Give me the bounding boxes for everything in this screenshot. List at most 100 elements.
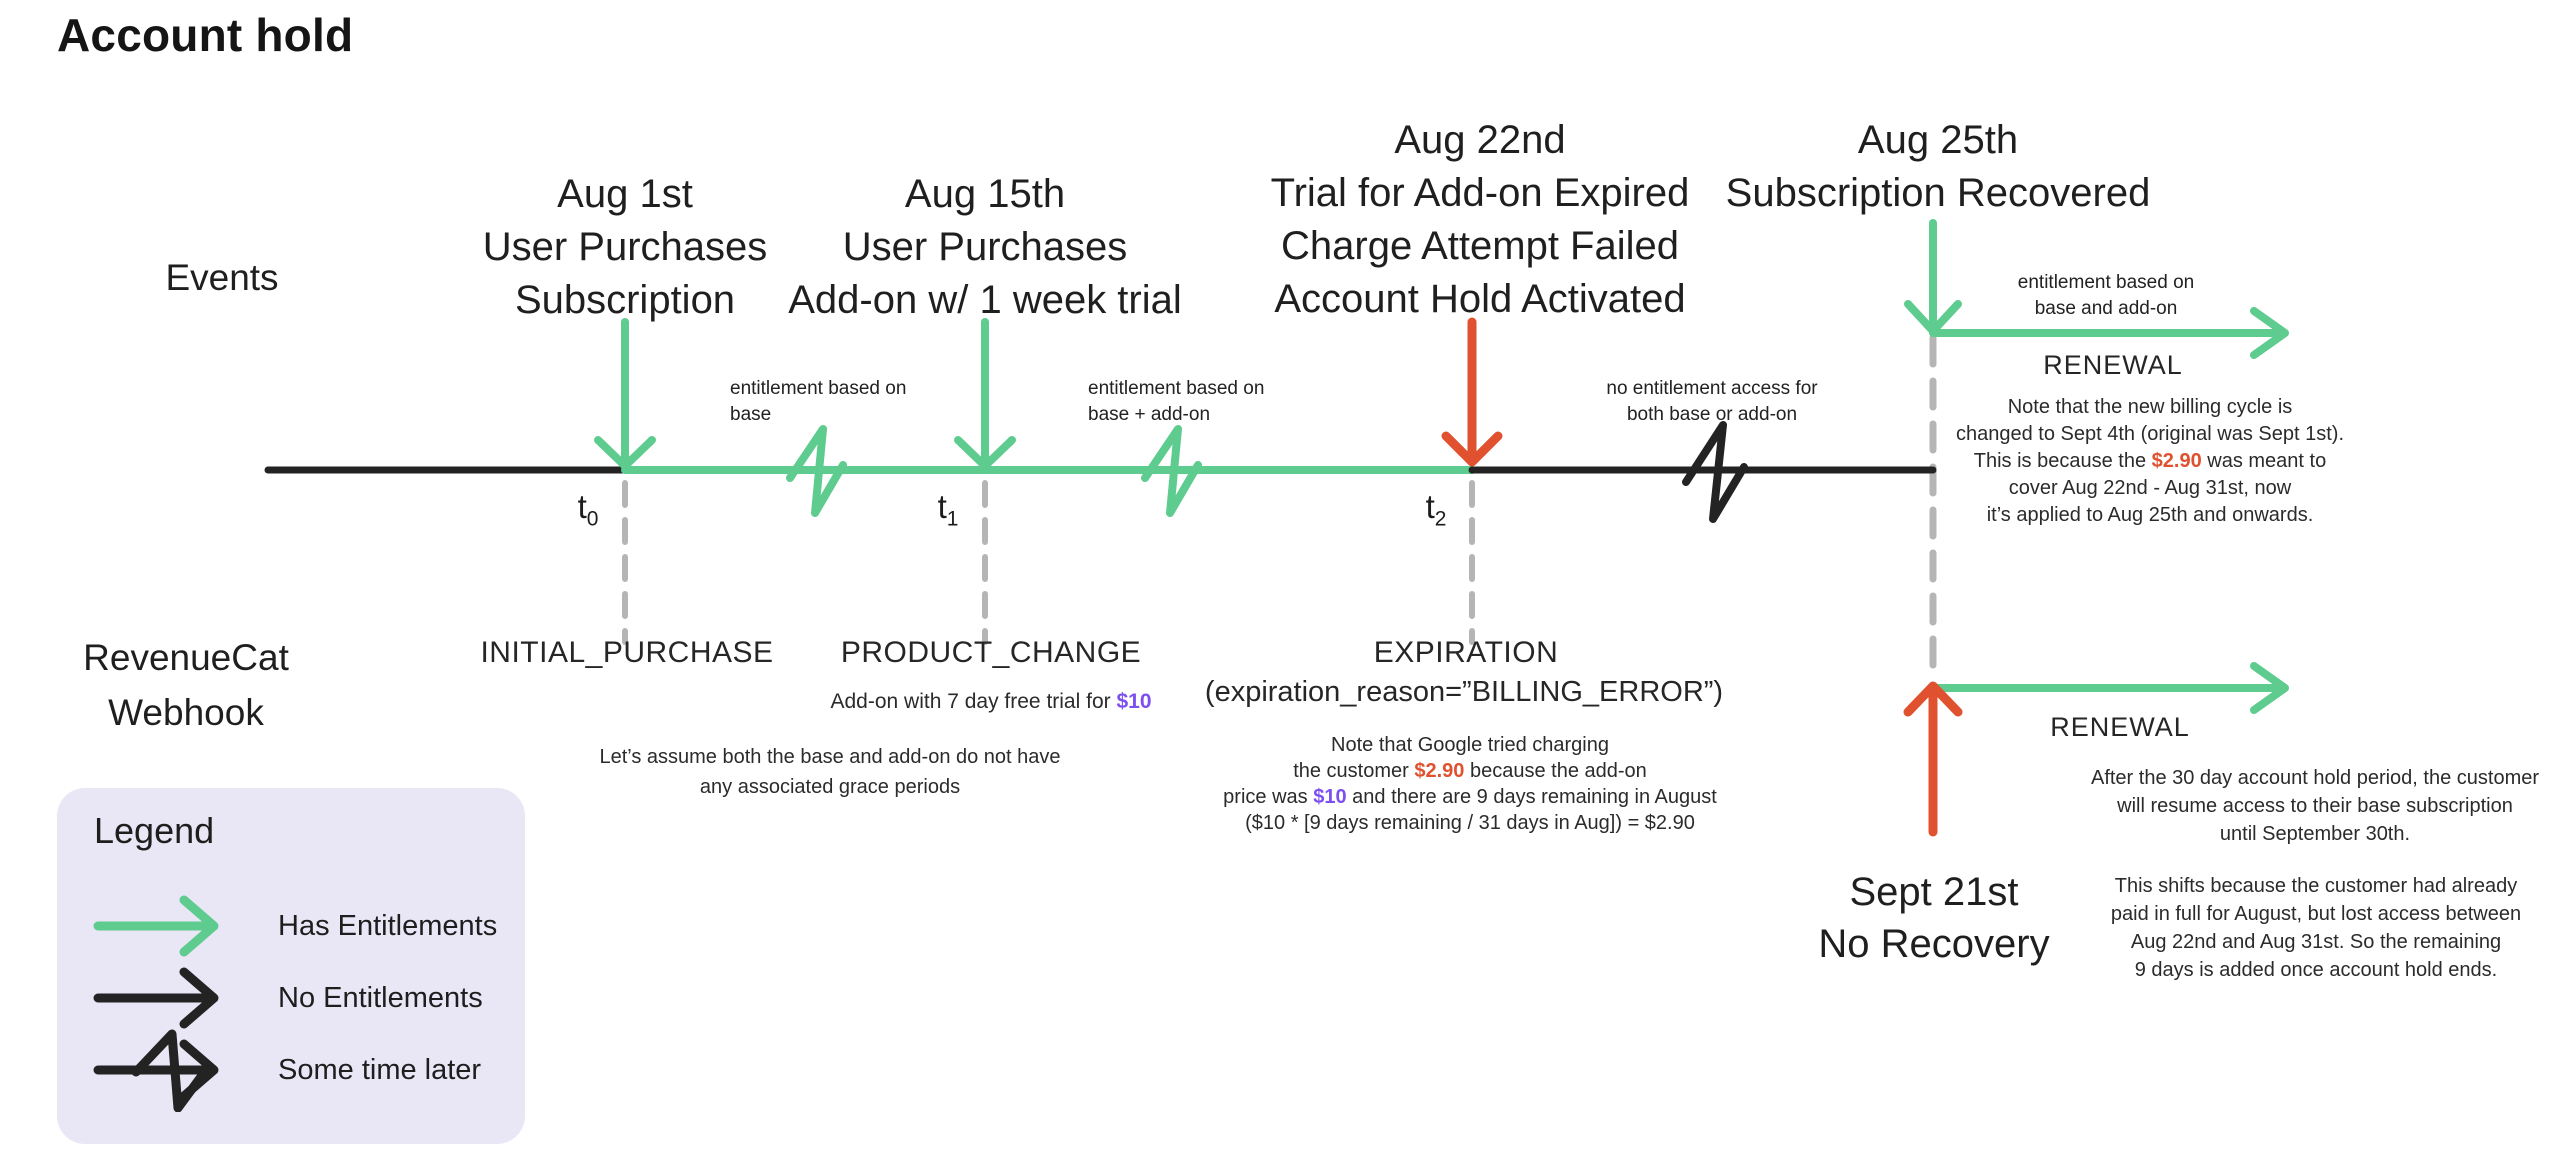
event-sept21-date: Sept 21st: [1849, 870, 2019, 914]
expiration-note: Note that Google tried charging the cust…: [1223, 732, 1717, 836]
legend-title: Legend: [94, 810, 215, 851]
webhook-product-change: PRODUCT_CHANGE: [840, 636, 1142, 669]
renewal1-note-l3-post: was meant to: [2201, 450, 2327, 472]
expiration-note-l1: Note that Google tried charging: [1331, 734, 1609, 756]
event-sept21-line2: No Recovery: [1818, 922, 2050, 966]
annotation-base-addon-l1: entitlement based on: [1088, 378, 1265, 399]
renewal1-label: RENEWAL: [2043, 350, 2183, 380]
annotation-base-only: entitlement based on base: [730, 376, 906, 428]
no-recovery-up-arrow: [1903, 681, 1963, 837]
zigzag-black: [1682, 421, 1748, 523]
renewal1-note-l3-amount: $2.90: [2151, 450, 2202, 472]
event-aug1-date: Aug 1st: [557, 172, 693, 216]
legend-item-has-entitlements: Has Entitlements: [88, 884, 497, 968]
expiration-note-l3-amount: $10: [1313, 786, 1347, 808]
product-change-subtitle-text: Add-on with 7 day free trial for: [830, 690, 1117, 713]
renewal2-arrow: [1929, 662, 2289, 714]
expiration-note-l2-post: because the add-on: [1464, 760, 1647, 782]
renewal2-note-a: After the 30 day account hold period, th…: [2091, 764, 2539, 848]
t1-label: t1: [937, 488, 959, 530]
assumption-l1: Let’s assume both the base and add-on do…: [599, 746, 1061, 768]
event-aug15-line2: User Purchases: [842, 225, 1128, 269]
page-title: Account hold: [57, 9, 354, 61]
recovery-arrow-aug25: [1904, 219, 1962, 335]
expiration-note-l3: price was $10 and there are 9 days remai…: [1223, 784, 1717, 810]
renewal1-note-l1: Note that the new billing cycle is: [2007, 396, 2293, 418]
annotation-base-only-l1: entitlement based on: [730, 378, 907, 399]
renewal2-note-a-l3: until September 30th.: [2219, 823, 2411, 845]
expiration-note-l2: the customer $2.90 because the add-on: [1223, 758, 1717, 784]
expiration-reason: (expiration_reason=”BILLING_ERROR”): [1204, 676, 1724, 708]
expiration-arrow-aug22: [1441, 317, 1503, 467]
events-row-label: Events: [165, 257, 279, 298]
t1-sub: 1: [946, 507, 959, 531]
annotation-no-access-l2: both base or add-on: [1626, 404, 1798, 425]
event-aug22-line3: Charge Attempt Failed: [1281, 224, 1679, 268]
renewal1-note-l2: changed to Sept 4th (original was Sept 1…: [1955, 423, 2345, 445]
annotation-base-addon: entitlement based on base + add-on: [1088, 376, 1264, 428]
zigzag-green-1: [786, 425, 847, 517]
legend-label-has-entitlements: Has Entitlements: [278, 909, 498, 942]
event-aug25-line2: Subscription Recovered: [1725, 171, 2151, 215]
renewal2-note-b-l2: paid in full for August, but lost access…: [2110, 903, 2522, 925]
annotation-no-access-l1: no entitlement access for: [1606, 378, 1818, 399]
renewal2-note-a-l1: After the 30 day account hold period, th…: [2090, 767, 2540, 789]
event-aug25-date: Aug 25th: [1857, 118, 2019, 162]
annotation-base-and-addon-l1: entitlement based on: [2017, 272, 2195, 293]
renewal2-note-b: This shifts because the customer had alr…: [2111, 872, 2521, 984]
legend-label-no-entitlements: No Entitlements: [278, 981, 483, 1014]
renewal1-note: Note that the new billing cycle is chang…: [1956, 394, 2344, 529]
renewal2-note-b-l1: This shifts because the customer had alr…: [2114, 875, 2518, 897]
event-aug22-line4: Account Hold Activated: [1274, 277, 1686, 321]
expiration-note-l2-pre: the customer: [1293, 760, 1415, 782]
renewal2-note-b-l4: 9 days is added once account hold ends.: [2134, 959, 2498, 981]
renewal1-note-l4: cover Aug 22nd - Aug 31st, now: [2008, 477, 2292, 499]
legend-item-no-entitlements: No Entitlements: [88, 956, 483, 1040]
grace-period-assumption: Let’s assume both the base and add-on do…: [599, 742, 1060, 802]
event-aug25: Aug 25th Subscription Recovered: [1726, 114, 2151, 220]
zigzag-green-2: [1141, 425, 1202, 517]
legend-panel: [57, 788, 525, 1144]
green-arrow-icon: [93, 895, 219, 957]
t1-base: t: [937, 488, 947, 525]
annotation-base-and-addon: entitlement based on base and add-on: [2018, 270, 2194, 322]
t0-base: t: [577, 488, 587, 525]
expiration-note-l3-pre: price was: [1223, 786, 1314, 808]
expiration-note-l2-amount: $2.90: [1414, 760, 1465, 782]
renewal1-note-l3: This is because the $2.90 was meant to: [1956, 448, 2344, 475]
event-aug22: Aug 22nd Trial for Add-on Expired Charge…: [1271, 114, 1690, 326]
annotation-base-and-addon-l2: base and add-on: [2034, 298, 2178, 319]
event-aug15-date: Aug 15th: [904, 172, 1066, 216]
expiration-note-l3-post: and there are 9 days remaining in August: [1346, 786, 1717, 808]
product-change-price: $10: [1116, 690, 1152, 713]
event-sept21: Sept 21st No Recovery: [1818, 866, 2049, 970]
annotation-no-access: no entitlement access for both base or a…: [1606, 376, 1817, 428]
purchase-arrow-aug15: [954, 318, 1016, 470]
renewal1-arrow: [1929, 307, 2289, 359]
event-aug15-line3: Add-on w/ 1 week trial: [788, 278, 1182, 322]
black-arrow-icon: [93, 967, 219, 1029]
legend-item-some-time-later: Some time later: [88, 1028, 481, 1112]
renewal2-label: RENEWAL: [2050, 712, 2190, 742]
event-aug1: Aug 1st User Purchases Subscription: [483, 168, 768, 327]
webhook-expiration: EXPIRATION: [1373, 636, 1559, 669]
product-change-subtitle: Add-on with 7 day free trial for $10: [830, 690, 1151, 714]
event-aug22-date: Aug 22nd: [1394, 118, 1566, 162]
t0-label: t0: [577, 488, 599, 530]
annotation-base-addon-l2: base + add-on: [1088, 404, 1211, 425]
event-aug22-line2: Trial for Add-on Expired: [1270, 171, 1690, 215]
expiration-note-l4: ($10 * [9 days remaining / 31 days in Au…: [1245, 812, 1695, 834]
event-aug15: Aug 15th User Purchases Add-on w/ 1 week…: [788, 168, 1182, 327]
zigzag-arrow-icon: [93, 1029, 219, 1112]
purchase-arrow-aug1: [594, 318, 656, 470]
webhook-initial-purchase: INITIAL_PURCHASE: [480, 636, 774, 669]
t2-base: t: [1425, 488, 1435, 525]
event-aug1-line2: User Purchases: [482, 225, 768, 269]
webhook-row-label-line2: Webhook: [108, 692, 264, 733]
legend-label-some-time-later: Some time later: [278, 1053, 482, 1086]
webhook-row-label: RevenueCat Webhook: [83, 630, 289, 740]
t2-label: t2: [1425, 488, 1447, 530]
t0-sub: 0: [586, 507, 599, 531]
